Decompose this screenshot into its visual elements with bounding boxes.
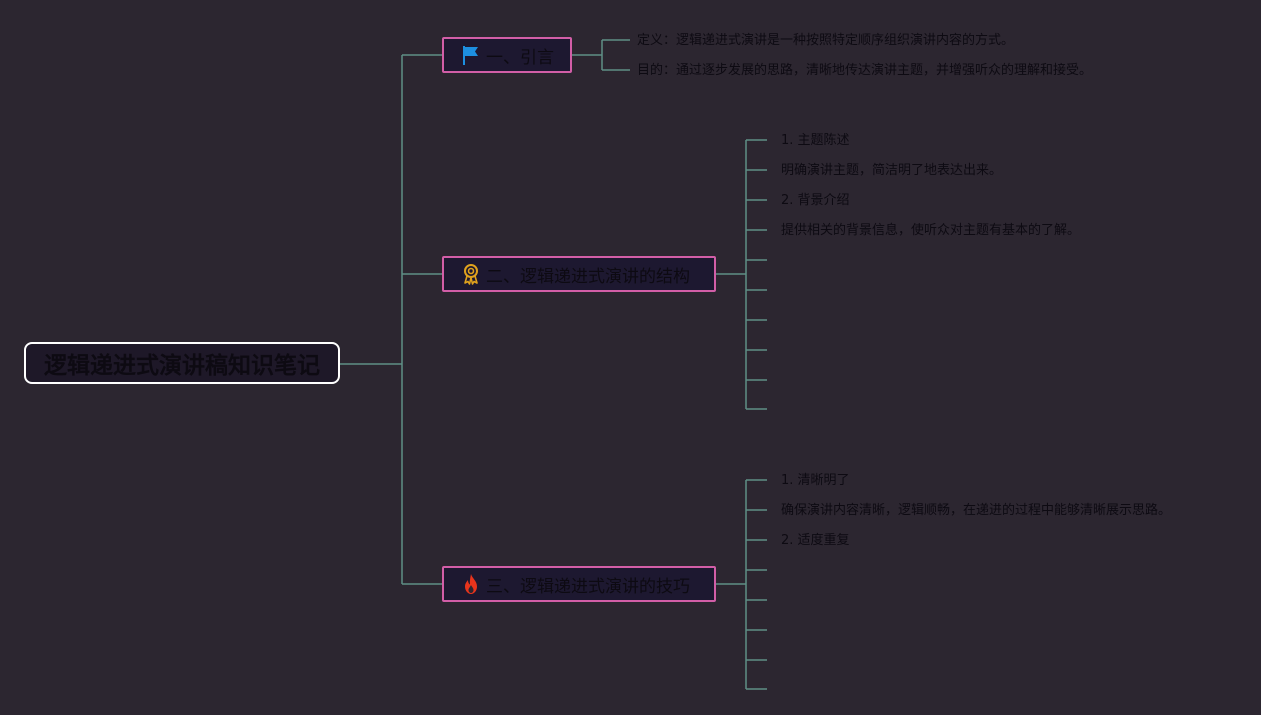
topic-structure[interactable]: 二、逻辑递进式演讲的结构	[442, 256, 716, 292]
flag-icon	[460, 44, 482, 66]
fire-icon	[460, 573, 482, 595]
root-node[interactable]: 逻辑递进式演讲稿知识笔记	[24, 342, 340, 384]
connector-topic-1	[572, 39, 630, 71]
leaf-structure-2[interactable]: 明确演讲主题，简洁明了地表达出来。	[781, 163, 1003, 178]
leaf-technique-1[interactable]: 1. 清晰明了	[781, 473, 850, 488]
topic-label: 二、逻辑递进式演讲的结构	[486, 266, 690, 287]
leaf-structure-1[interactable]: 1. 主题陈述	[781, 133, 850, 148]
topic-techniques[interactable]: 三、逻辑递进式演讲的技巧	[442, 566, 716, 602]
root-title: 逻辑递进式演讲稿知识笔记	[44, 353, 320, 379]
leaf-structure-4[interactable]: 提供相关的背景信息，使听众对主题有基本的了解。	[781, 223, 1081, 238]
topic-label: 一、引言	[486, 47, 554, 68]
leaf-technique-3[interactable]: 2. 适度重复	[781, 533, 850, 548]
connector-topic-2	[716, 139, 767, 410]
connector-root	[340, 54, 442, 585]
topic-intro[interactable]: 一、引言	[442, 37, 572, 73]
topic-label: 三、逻辑递进式演讲的技巧	[486, 576, 690, 597]
award-ribbon-icon	[460, 263, 482, 285]
leaf-intro-purpose[interactable]: 目的：通过逐步发展的思路，清晰地传达演讲主题，并增强听众的理解和接受。	[637, 63, 1093, 78]
leaf-structure-3[interactable]: 2. 背景介绍	[781, 193, 850, 208]
connector-topic-3	[716, 479, 767, 690]
leaf-intro-definition[interactable]: 定义：逻辑递进式演讲是一种按照特定顺序组织演讲内容的方式。	[637, 33, 1015, 48]
leaf-technique-2[interactable]: 确保演讲内容清晰，逻辑顺畅，在递进的过程中能够清晰展示思路。	[781, 503, 1172, 518]
